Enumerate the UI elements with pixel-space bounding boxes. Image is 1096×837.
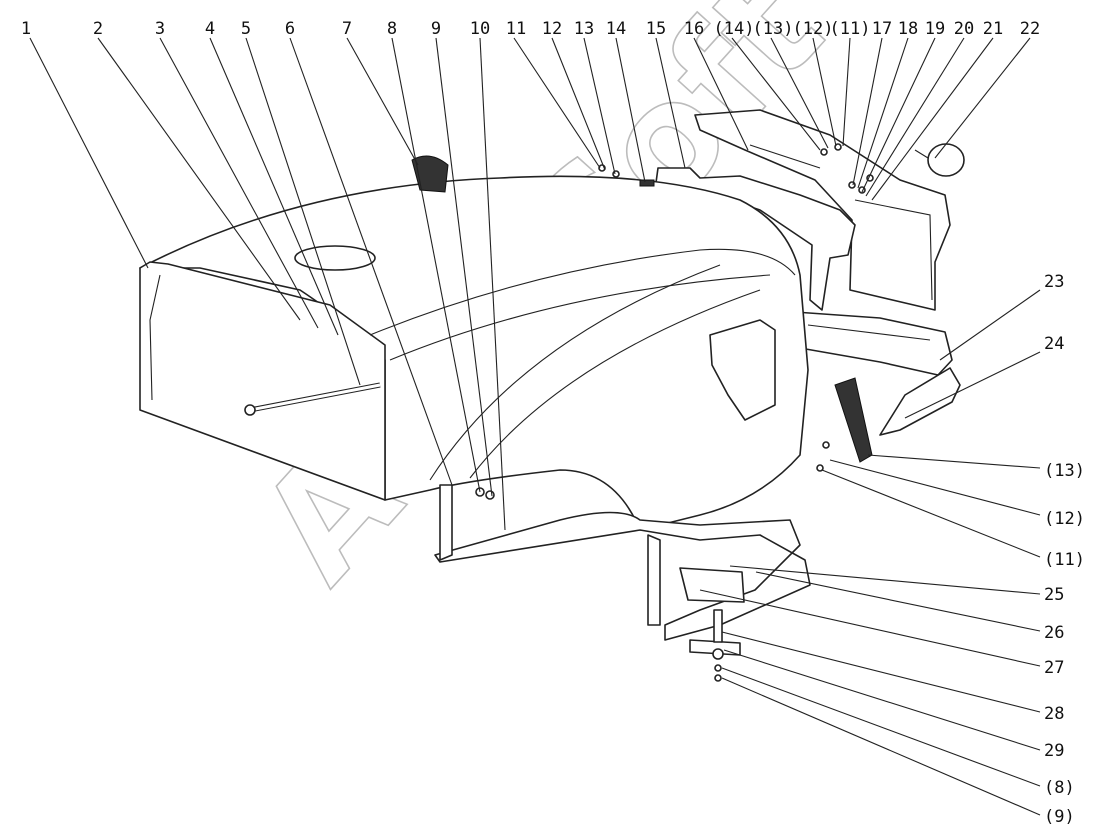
air-intake-7 [411, 155, 449, 193]
callout-15: 15 [646, 19, 666, 39]
callout-5: 5 [241, 19, 251, 39]
leader-lines [29, 37, 1041, 816]
lower-frame [434, 484, 811, 641]
callout-13r: (13) [1044, 461, 1085, 481]
callout-17: 17 [872, 19, 892, 39]
callout-1: 1 [21, 19, 31, 39]
callout-12b: (12) [793, 19, 834, 39]
callout-9r: (9) [1044, 807, 1075, 827]
callout-8: 8 [387, 19, 397, 39]
callout-29: 29 [1044, 741, 1064, 761]
callout-7: 7 [342, 19, 352, 39]
callout-2: 2 [93, 19, 103, 39]
callout-16: 16 [684, 19, 704, 39]
callout-8r: (8) [1044, 778, 1075, 798]
callout-28: 28 [1044, 704, 1064, 724]
cover-disc-22 [914, 143, 965, 177]
callout-19: 19 [925, 19, 945, 39]
callout-9: 9 [431, 19, 441, 39]
callout-14: 14 [606, 19, 626, 39]
step-grille [834, 377, 873, 463]
callout-21: 21 [983, 19, 1003, 39]
rear-bumper [794, 311, 961, 436]
mount-bracket [679, 567, 745, 682]
callout-10: 10 [470, 19, 490, 39]
callout-6: 6 [285, 19, 295, 39]
callout-labels: 1 2 3 4 5 6 7 8 9 10 11 12 13 14 15 16 (… [21, 19, 1085, 827]
fasteners [475, 143, 874, 500]
callout-13b: (13) [753, 19, 794, 39]
callout-18: 18 [898, 19, 918, 39]
callout-26: 26 [1044, 623, 1064, 643]
callout-20: 20 [954, 19, 974, 39]
callout-25: 25 [1044, 585, 1064, 605]
callout-24: 24 [1044, 334, 1064, 354]
callout-11b: (11) [830, 19, 871, 39]
callout-23: 23 [1044, 272, 1064, 292]
callout-4: 4 [205, 19, 215, 39]
callout-14b: (14) [714, 19, 755, 39]
side-panel [694, 109, 951, 311]
callout-11r: (11) [1044, 550, 1085, 570]
callout-27: 27 [1044, 658, 1064, 678]
callout-3: 3 [155, 19, 165, 39]
callout-13: 13 [574, 19, 594, 39]
callout-12: 12 [542, 19, 562, 39]
callout-22: 22 [1020, 19, 1040, 39]
gas-strut [244, 382, 381, 416]
callout-11: 11 [506, 19, 526, 39]
callout-12r: (12) [1044, 509, 1085, 529]
